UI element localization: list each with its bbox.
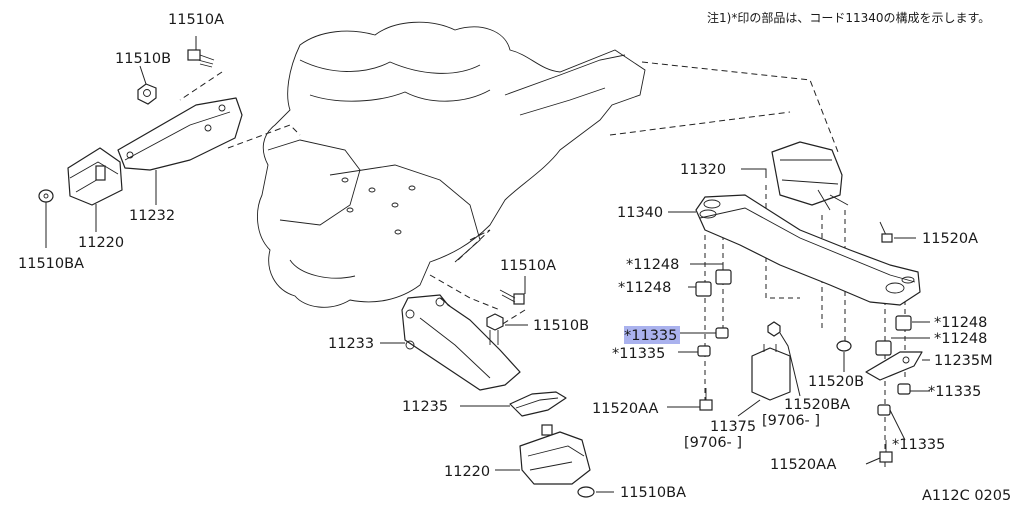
bolt-11520aa-left [699, 388, 713, 411]
part-label-11235m[interactable]: 11235M [934, 353, 993, 369]
engine-transmission-outline [257, 21, 646, 308]
bolt-11510a-mid [499, 289, 525, 305]
part-label-11510ba-bottom[interactable]: 11510BA [620, 485, 686, 501]
part-label-11510a-mid[interactable]: 11510A [500, 258, 556, 274]
spacer-11335-a [715, 327, 729, 339]
plate-11235 [509, 391, 567, 436]
part-label-11335-highlighted[interactable]: *11335 [624, 328, 677, 344]
part-label-11510b-top[interactable]: 11510B [115, 51, 171, 67]
part-label-11233[interactable]: 11233 [328, 336, 374, 352]
nut-11510b-top [137, 83, 157, 105]
part-label-11248-d[interactable]: *11248 [934, 331, 987, 347]
insulator-11248-a [695, 281, 712, 297]
plate-11235m [865, 351, 923, 381]
bolt-11510a-top [187, 49, 215, 68]
nut-11510b-mid [486, 313, 504, 345]
bolt-11520aa-right [879, 440, 893, 463]
part-label-11375[interactable]: 11375 [710, 419, 756, 435]
spacer-11335-c [897, 383, 911, 395]
part-label-11510a-top[interactable]: 11510A [168, 12, 224, 28]
highlight-box [624, 326, 680, 344]
mount-11320 [771, 141, 849, 211]
part-label-11340[interactable]: 11340 [617, 205, 663, 221]
insulator-11248-d [875, 340, 892, 356]
part-label-11520aa-left[interactable]: 11520AA [592, 401, 658, 417]
part-label-11520aa-right[interactable]: 11520AA [770, 457, 836, 473]
part-label-11375-date: [9706- ] [684, 435, 742, 451]
part-label-11248-a[interactable]: *11248 [626, 257, 679, 273]
spacer-11335-b [697, 345, 711, 357]
spacer-11335-d [877, 404, 891, 416]
part-label-11520ba[interactable]: 11520BA [784, 397, 850, 413]
bracket-11232 [117, 97, 243, 171]
part-label-11220-bottom[interactable]: 11220 [444, 464, 490, 480]
bolt-11520a [879, 221, 893, 243]
insulator-11248-c [895, 315, 912, 331]
part-label-11510b-mid[interactable]: 11510B [533, 318, 589, 334]
part-label-11335-a[interactable]: *11335 [612, 346, 665, 362]
part-label-11235[interactable]: 11235 [402, 399, 448, 415]
bracket-11233 [401, 294, 521, 391]
insulator-11248-b [715, 269, 732, 285]
part-label-11335-c[interactable]: *11335 [892, 437, 945, 453]
part-label-11248-b[interactable]: *11248 [618, 280, 671, 296]
part-label-11232[interactable]: 11232 [129, 208, 175, 224]
part-label-11220-left[interactable]: 11220 [78, 235, 124, 251]
part-label-11335-b[interactable]: *11335 [928, 384, 981, 400]
part-label-11520a[interactable]: 11520A [922, 231, 978, 247]
diagram-code: A112C 0205 [922, 488, 1011, 504]
part-label-11248-c[interactable]: *11248 [934, 315, 987, 331]
nut-11520b [836, 340, 852, 352]
part-label-11520ba-date: [9706- ] [762, 413, 820, 429]
washer-11510ba-bottom [577, 486, 595, 498]
mount-11220-left [67, 147, 123, 206]
diagram-note: 注1)*印の部品は、コード11340の構成を示します。 [707, 10, 990, 25]
leader-lines [45, 36, 930, 493]
part-label-11520b[interactable]: 11520B [808, 374, 864, 390]
mount-11220-bottom [519, 431, 591, 485]
nut-11520ba [767, 321, 781, 337]
part-label-11320[interactable]: 11320 [680, 162, 726, 178]
crossmember-11340 [695, 194, 921, 306]
washer-11510ba-left [38, 189, 54, 203]
part-label-11510ba-left[interactable]: 11510BA [18, 256, 84, 272]
damper-11375 [751, 344, 791, 401]
